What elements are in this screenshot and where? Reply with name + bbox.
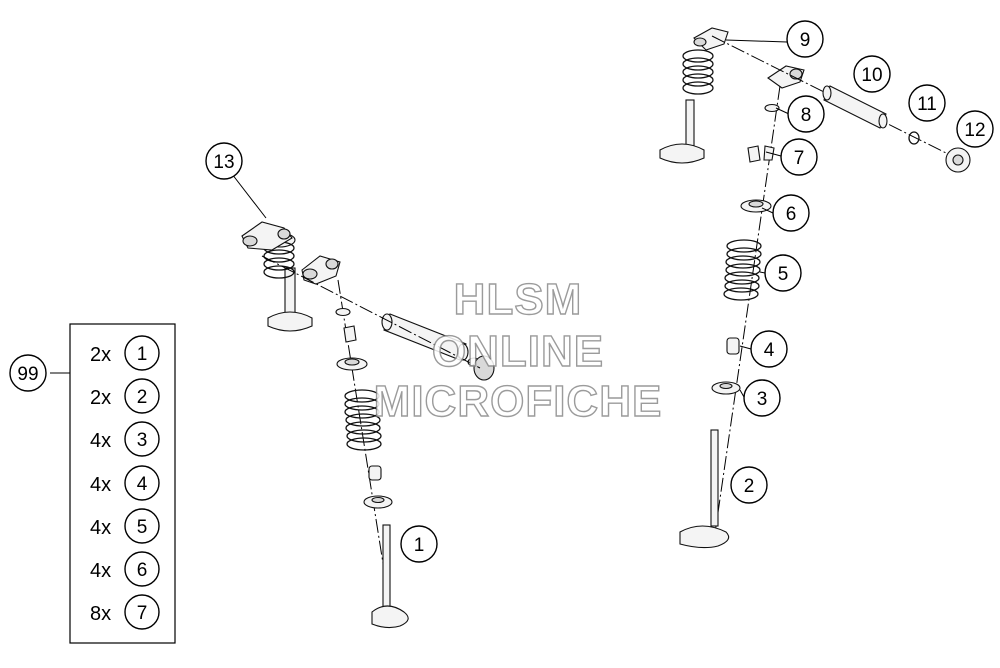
kit-row-part: 7 (137, 603, 148, 624)
callout-13[interactable]: 13 (205, 142, 243, 180)
callout-6[interactable]: 6 (772, 194, 810, 232)
rear-valve-right (659, 99, 705, 164)
callout-10[interactable]: 10 (853, 55, 891, 93)
kit-row[interactable]: 4x 5 (90, 508, 160, 544)
callout-4[interactable]: 4 (750, 330, 788, 368)
watermark-line-3: MICROFICHE (374, 377, 663, 426)
callout-1[interactable]: 1 (400, 525, 438, 563)
spring-retainer-left (336, 357, 368, 371)
kit-row-qty: 4x (90, 430, 111, 452)
kit-row[interactable]: 4x 3 (90, 421, 160, 457)
callout-9[interactable]: 9 (786, 20, 824, 58)
spring-seat-left (363, 495, 393, 509)
rocker-shaft-left (381, 313, 495, 381)
kit-row-qty: 4x (90, 474, 111, 496)
rocker-arm-right-rear (693, 27, 729, 51)
callout-12[interactable]: 12 (956, 110, 994, 148)
kit-row-qty: 4x (90, 560, 111, 582)
callout-2-label: 2 (744, 476, 755, 497)
callout-5-label: 5 (778, 264, 789, 285)
intake-valve-assembly (241, 221, 495, 629)
callout-12-label: 12 (964, 120, 985, 141)
callout-11[interactable]: 11 (908, 84, 946, 122)
spring-seat-right (711, 381, 741, 395)
kit-callout-99[interactable]: 99 (9, 354, 47, 392)
watermark-line-2: ONLINE (432, 327, 604, 376)
callout-4-label: 4 (764, 340, 775, 361)
shaft-cap-right (945, 147, 971, 173)
watermark: HLSM ONLINE MICROFICHE (373, 274, 663, 426)
exhaust-valve-assembly (659, 27, 971, 549)
callout-5[interactable]: 5 (764, 254, 802, 292)
valve-keepers-left (343, 325, 357, 343)
rocker-arm-left (241, 221, 293, 251)
kit-callout-label: 99 (17, 364, 38, 385)
rocker-arm-right (301, 255, 341, 285)
callout-2[interactable]: 2 (730, 466, 768, 504)
kit-row[interactable]: 2x 1 (90, 335, 160, 371)
kit-row[interactable]: 2x 2 (90, 378, 160, 414)
callout-3[interactable]: 3 (743, 379, 781, 417)
callout-8[interactable]: 8 (787, 95, 825, 133)
circlip-right (908, 131, 920, 145)
kit-row[interactable]: 8x 7 (90, 594, 160, 630)
kit-row-qty: 2x (90, 344, 111, 366)
shim-left (335, 307, 351, 317)
valve-stem-seal-left (368, 465, 382, 481)
valve-spring-right (723, 239, 762, 301)
kit-row-part: 3 (137, 430, 148, 451)
kit-contents-box: 2x 1 2x 2 4x 3 4x 4 4x 5 4x 6 (69, 323, 176, 644)
kit-row-part: 5 (137, 517, 148, 538)
intake-valve (371, 524, 409, 629)
callout-7-label: 7 (794, 148, 805, 169)
callout-9-label: 9 (800, 30, 811, 51)
callout-6-label: 6 (786, 204, 797, 225)
rocker-shaft-right (822, 85, 888, 129)
callout-3-label: 3 (757, 389, 768, 410)
exhaust-valve (679, 429, 730, 549)
rear-valve-spring-right (682, 49, 714, 95)
watermark-line-1: HLSM (454, 275, 583, 324)
callout-13-label: 13 (213, 152, 234, 173)
valve-stem-seal-right (726, 337, 740, 355)
kit-row-qty: 2x (90, 387, 111, 409)
callout-8-label: 8 (801, 105, 812, 126)
valve-keepers-right (747, 145, 775, 163)
kit-row-part: 2 (137, 387, 148, 408)
callout-7[interactable]: 7 (780, 138, 818, 176)
valve-spring-left (344, 389, 382, 451)
kit-row-qty: 4x (90, 517, 111, 539)
kit-row-part: 6 (137, 560, 148, 581)
callout-1-label: 1 (414, 535, 425, 556)
kit-row-part: 4 (137, 474, 148, 495)
callout-10-label: 10 (861, 65, 882, 86)
kit-row-qty: 8x (90, 603, 111, 625)
kit-row-part: 1 (137, 344, 148, 365)
rocker-arm-right-front (767, 65, 805, 89)
leader-lines (50, 39, 790, 398)
shim-right (764, 103, 780, 113)
callout-11-label: 11 (917, 94, 937, 115)
kit-row[interactable]: 4x 4 (90, 465, 160, 501)
kit-row[interactable]: 4x 6 (90, 551, 160, 587)
